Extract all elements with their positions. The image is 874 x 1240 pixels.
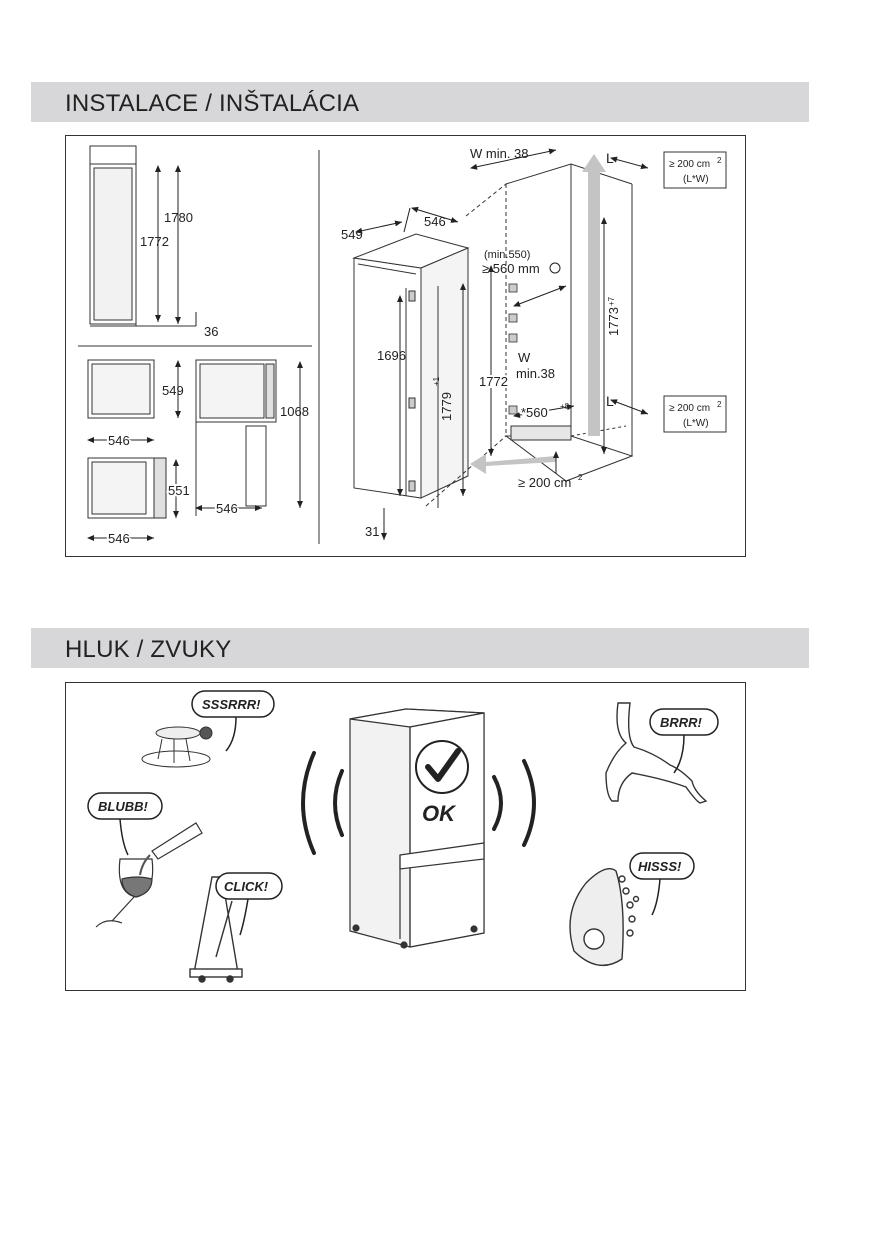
- fridge-icon: [349, 708, 485, 949]
- niche-560-sup: +8: [560, 402, 570, 411]
- ok-label: OK: [422, 801, 457, 826]
- iron-sound: HISSS!: [638, 859, 682, 874]
- dim-1772-iso: 1772: [479, 374, 508, 389]
- wine-sound: BLUBB!: [98, 799, 148, 814]
- speech-bubble-cat: BRRR!: [649, 708, 719, 774]
- dim-1696: 1696: [377, 348, 406, 363]
- vent-bottom: ≥ 200 cm: [518, 475, 571, 490]
- installation-title: INSTALACE / INŠTALÁCIA: [65, 90, 360, 117]
- min-560: ≥ 560 mm: [482, 261, 540, 276]
- noise-header: HLUK / ZVUKY: [31, 628, 809, 668]
- vent-box-top: [663, 151, 727, 189]
- dim-1779-sup: +1: [432, 376, 441, 386]
- dim-546-a: 546: [108, 433, 130, 448]
- installation-diagram: 1780 1772 36 549 546 1068 546: [78, 145, 727, 548]
- dim-36: 36: [204, 324, 218, 339]
- dim-1068: 1068: [280, 404, 309, 419]
- metronome-sound: CLICK!: [224, 879, 269, 894]
- vent-box-bottom-label: ≥ 200 cm: [669, 403, 710, 414]
- dim-546-iso: 546: [424, 214, 446, 229]
- sound-wave-right-icon: [492, 759, 536, 847]
- vent-box-top-sup: 2: [717, 156, 722, 165]
- dim-1772: 1772: [140, 234, 169, 249]
- fly-icon: [141, 726, 213, 768]
- dim-1773-sup: +7: [607, 296, 616, 306]
- niche-hinges: [508, 283, 518, 415]
- top-view-c: [87, 457, 167, 519]
- top-view-b: [195, 359, 277, 516]
- dim-549-iso: 549: [341, 227, 363, 242]
- vent-box-bottom-sup: 2: [717, 400, 722, 409]
- dim-546-c: 546: [108, 531, 130, 546]
- installation-panel: 1780 1772 36 549 546 1068 546: [65, 135, 746, 557]
- checkmark-icon: [415, 740, 469, 794]
- w-side-min: min.38: [516, 366, 555, 381]
- wine-glass-icon: [95, 822, 203, 928]
- vent-box-bottom-lw: (L*W): [683, 418, 709, 429]
- top-view-a: [87, 359, 155, 419]
- sound-wave-left-icon: [301, 751, 344, 855]
- w-min-38: W min. 38: [470, 146, 529, 161]
- min-550: (min.550): [484, 249, 530, 261]
- appliance-iso: [352, 233, 470, 508]
- airflow-up-arrow: [582, 154, 606, 436]
- dim-1779: 1779: [439, 392, 454, 421]
- noise-panel: OK SSSRRR!: [65, 682, 746, 991]
- smiley-icon: [549, 262, 561, 274]
- dim-1773: 1773: [606, 307, 621, 336]
- fly-sound: SSSRRR!: [202, 697, 261, 712]
- installation-header: INSTALACE / INŠTALÁCIA: [31, 82, 809, 122]
- cat-icon: [605, 702, 708, 804]
- noise-title: HLUK / ZVUKY: [65, 636, 232, 663]
- vent-bottom-sup: 2: [578, 473, 583, 482]
- dim-549: 549: [162, 383, 184, 398]
- niche-outline: [425, 163, 634, 507]
- speech-bubble-wine: BLUBB!: [87, 792, 163, 856]
- l-bottom: L: [606, 393, 614, 409]
- vent-box-top-label: ≥ 200 cm: [669, 159, 710, 170]
- niche-560: *560: [521, 405, 548, 420]
- w-side: W: [518, 350, 531, 365]
- iron-icon: [569, 868, 640, 967]
- metronome-icon: [189, 876, 243, 983]
- speech-bubble-fly: SSSRRR!: [191, 690, 275, 752]
- speech-bubble-metronome: CLICK!: [215, 872, 283, 936]
- dim-546-b: 546: [216, 501, 238, 516]
- noise-illustration: OK SSSRRR!: [87, 690, 719, 983]
- vent-box-top-lw: (L*W): [683, 174, 709, 185]
- side-view: [89, 145, 196, 327]
- dim-31: 31: [365, 524, 379, 539]
- vent-box-bottom: [663, 395, 727, 433]
- airflow-in-arrow: [470, 454, 556, 474]
- speech-bubble-iron: HISSS!: [629, 852, 695, 916]
- dim-551: 551: [168, 483, 190, 498]
- dim-1780: 1780: [164, 210, 193, 225]
- cat-sound: BRRR!: [660, 715, 703, 730]
- l-top: L: [606, 150, 614, 166]
